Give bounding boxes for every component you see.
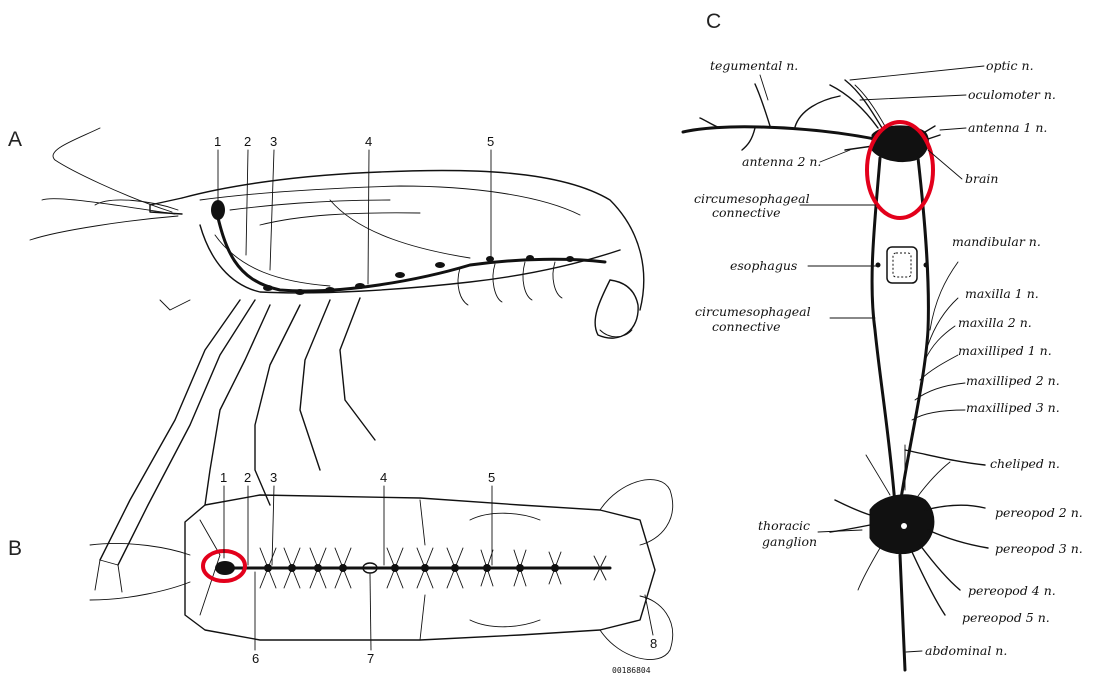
label-antenna-1-nerve: antenna 1 n. [968,120,1047,135]
label-tegumental-nerve: tegumental n. [710,58,798,73]
label-maxilliped-3-nerve: maxilliped 3 n. [966,400,1060,415]
a-number-5: 5 [487,134,494,149]
label-pereopod-2-nerve: pereopod 2 n. [995,505,1083,520]
label-thoracic-2: ganglion [762,534,817,549]
b-number-3: 3 [270,470,277,485]
b-number-5: 5 [488,470,495,485]
panel-a-index-numbers: 1 2 3 4 5 [214,134,494,284]
panel-b-label: B [8,537,22,560]
a-number-2: 2 [244,134,251,149]
label-circumesophageal-mid-2: connective [712,319,781,334]
label-esophagus: esophagus [730,258,797,273]
b-number-4: 4 [380,470,387,485]
label-pereopod-3-nerve: pereopod 3 n. [995,541,1083,556]
label-thoracic-1: thoracic [758,518,810,533]
label-oculomotor-nerve: oculomoter n. [968,87,1056,102]
label-optic-nerve: optic n. [986,58,1034,73]
label-circumesophageal-top-2: connective [712,205,781,220]
b-number-8: 8 [650,636,657,651]
label-mandibular-nerve: mandibular n. [952,234,1041,249]
a-number-3: 3 [270,134,277,149]
crayfish-lateral-illustration [30,128,644,592]
label-circumesophageal-mid-1: circumesophageal [695,304,811,319]
label-circumesophageal-top-1: circumesophageal [694,191,810,206]
nerve-schematic [683,80,988,670]
label-brain: brain [965,171,998,186]
crayfish-dorsal-illustration [90,480,673,660]
label-maxilliped-2-nerve: maxilliped 2 n. [966,373,1060,388]
figure-code: 00186804 [612,666,651,675]
label-cheliped-nerve: cheliped n. [990,456,1060,471]
a-number-1: 1 [214,134,221,149]
label-maxilla-1-nerve: maxilla 1 n. [965,286,1039,301]
label-pereopod-4-nerve: pereopod 4 n. [968,583,1056,598]
label-pereopod-5-nerve: pereopod 5 n. [962,610,1050,625]
label-abdominal-nerve: abdominal n. [925,643,1007,658]
b-number-6: 6 [252,651,259,666]
panel-a-label: A [8,128,22,151]
b-number-7: 7 [367,651,374,666]
label-maxilliped-1-nerve: maxilliped 1 n. [958,343,1052,358]
b-number-2: 2 [244,470,251,485]
label-maxilla-2-nerve: maxilla 2 n. [958,315,1032,330]
panel-c-label: C [706,10,721,33]
label-antenna-2-nerve: antenna 2 n. [742,154,821,169]
a-number-4: 4 [365,134,372,149]
b-number-1: 1 [220,470,227,485]
